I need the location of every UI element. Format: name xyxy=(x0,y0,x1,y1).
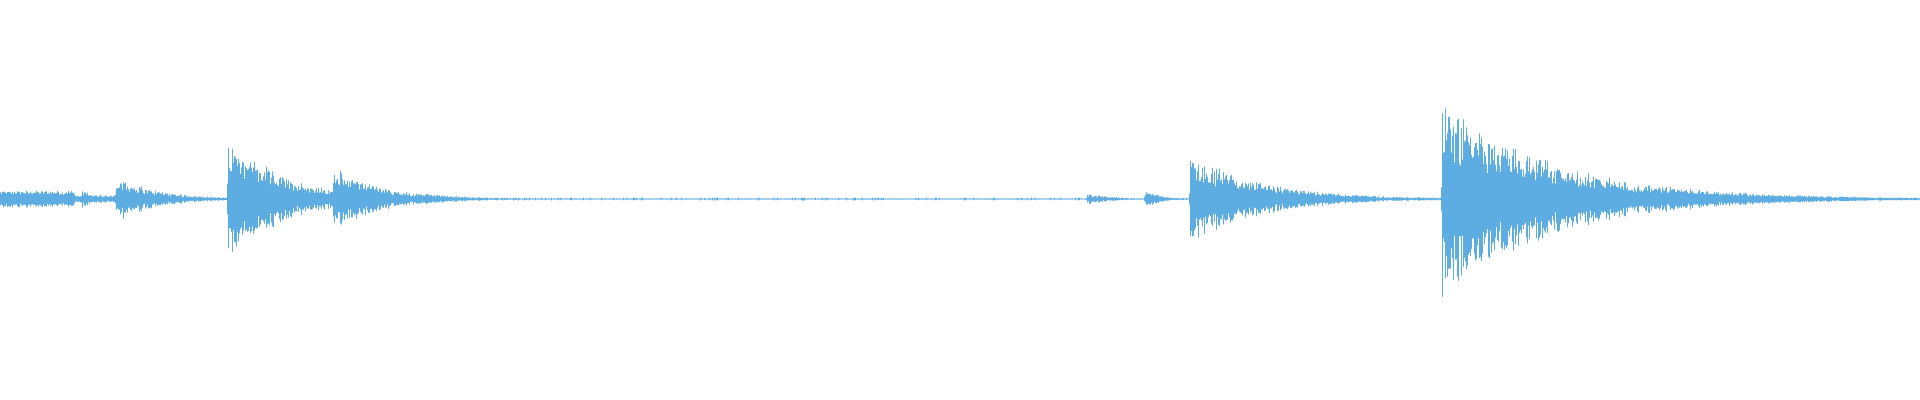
waveform-series xyxy=(0,108,1920,297)
